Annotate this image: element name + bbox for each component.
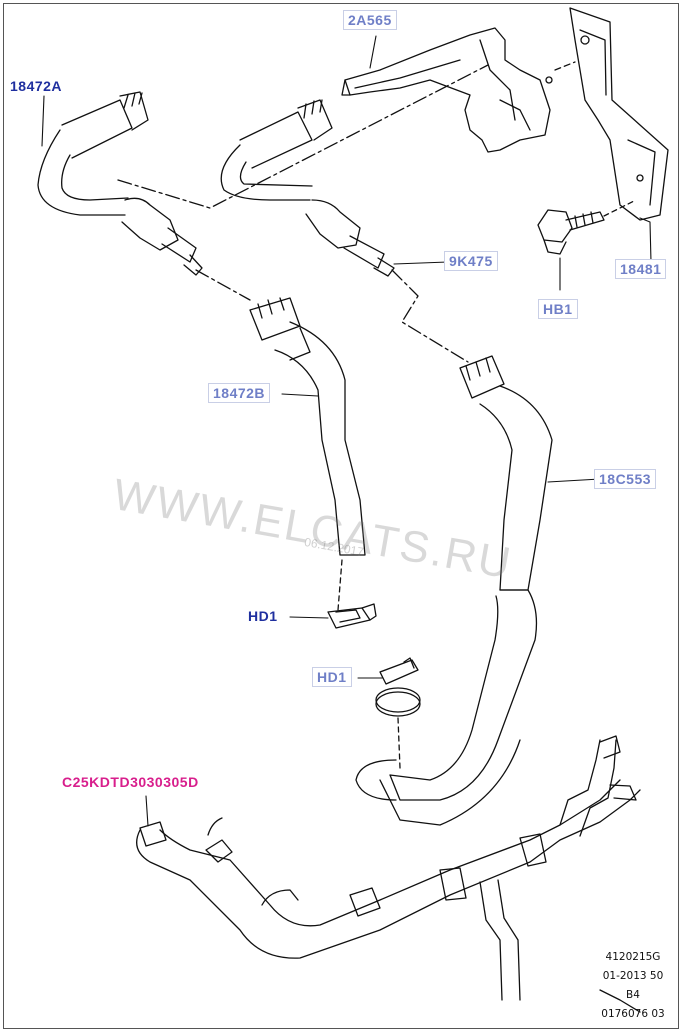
callout-18481: 18481 [615,259,667,279]
reference-line-2: 01-2013 50 [602,970,664,982]
leader-lines [41,35,652,827]
callout-hd1-lower: HD1 [312,667,352,687]
clamp-hd1-a [327,603,377,629]
hose-9k475 [220,99,395,277]
callout-9k475: 9K475 [444,251,498,271]
diagram-frame [3,3,679,1029]
bracket-18481 [554,7,669,221]
callout-hd1-upper: HD1 [248,608,278,624]
pipe-assembly-c25 [136,735,641,1013]
callout-2a565: 2A565 [343,10,397,30]
bracket-2a565 [341,27,553,153]
reference-line-1: 4120215G [605,951,661,963]
hose-18472a [37,91,203,276]
clamp-hd1-b [375,657,421,769]
callout-hb1: HB1 [538,299,578,319]
connection-lines [117,64,489,363]
hose-18472b [249,297,366,611]
callout-18472a: 18472A [10,78,63,94]
bolt-hb1 [537,199,637,255]
reference-line-3: B4 [626,989,640,1001]
reference-line-4: 0176076 03 [601,1008,665,1020]
callout-18c553: 18C553 [594,469,657,489]
reference-block: 4120215G 01-2013 50 B4 0176076 03 [596,948,670,1024]
callout-18472b: 18472B [208,383,271,403]
callout-c25kdtd3030305d: C25KDTD3030305D [62,774,199,790]
hose-18c553 [355,355,553,826]
